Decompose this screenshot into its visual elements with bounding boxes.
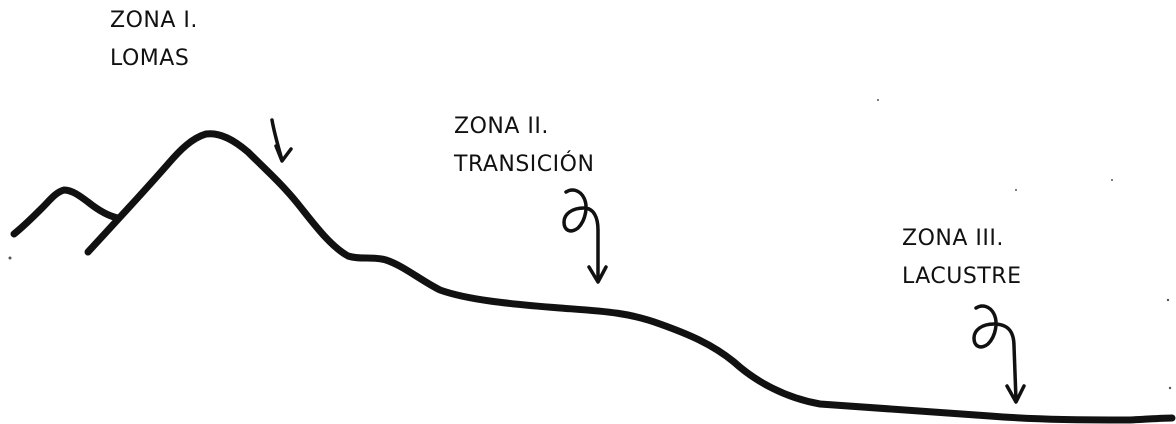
zone-3-name: LACUSTRE bbox=[902, 264, 1022, 289]
zone-3-number: ZONA III. bbox=[902, 226, 1004, 251]
zone-2-arrow bbox=[562, 188, 608, 284]
zone-1-name: LOMAS bbox=[110, 46, 190, 71]
zone-3-label: ZONA III. LACUSTRE bbox=[902, 220, 1021, 296]
zone-2-label: ZONA II. TRANSICIÓN bbox=[454, 108, 594, 184]
zone-1-number: ZONA I. bbox=[110, 8, 198, 33]
zone-1-arrow bbox=[270, 118, 293, 163]
terrain-profile bbox=[84, 130, 1176, 424]
zone-3-arrow bbox=[972, 304, 1026, 404]
scan-specks bbox=[8, 99, 1172, 390]
left-hill-ridge bbox=[10, 186, 122, 238]
zone-2-number: ZONA II. bbox=[454, 114, 549, 139]
zone-2-name: TRANSICIÓN bbox=[454, 152, 595, 177]
zone-1-label: ZONA I. LOMAS bbox=[110, 2, 198, 78]
